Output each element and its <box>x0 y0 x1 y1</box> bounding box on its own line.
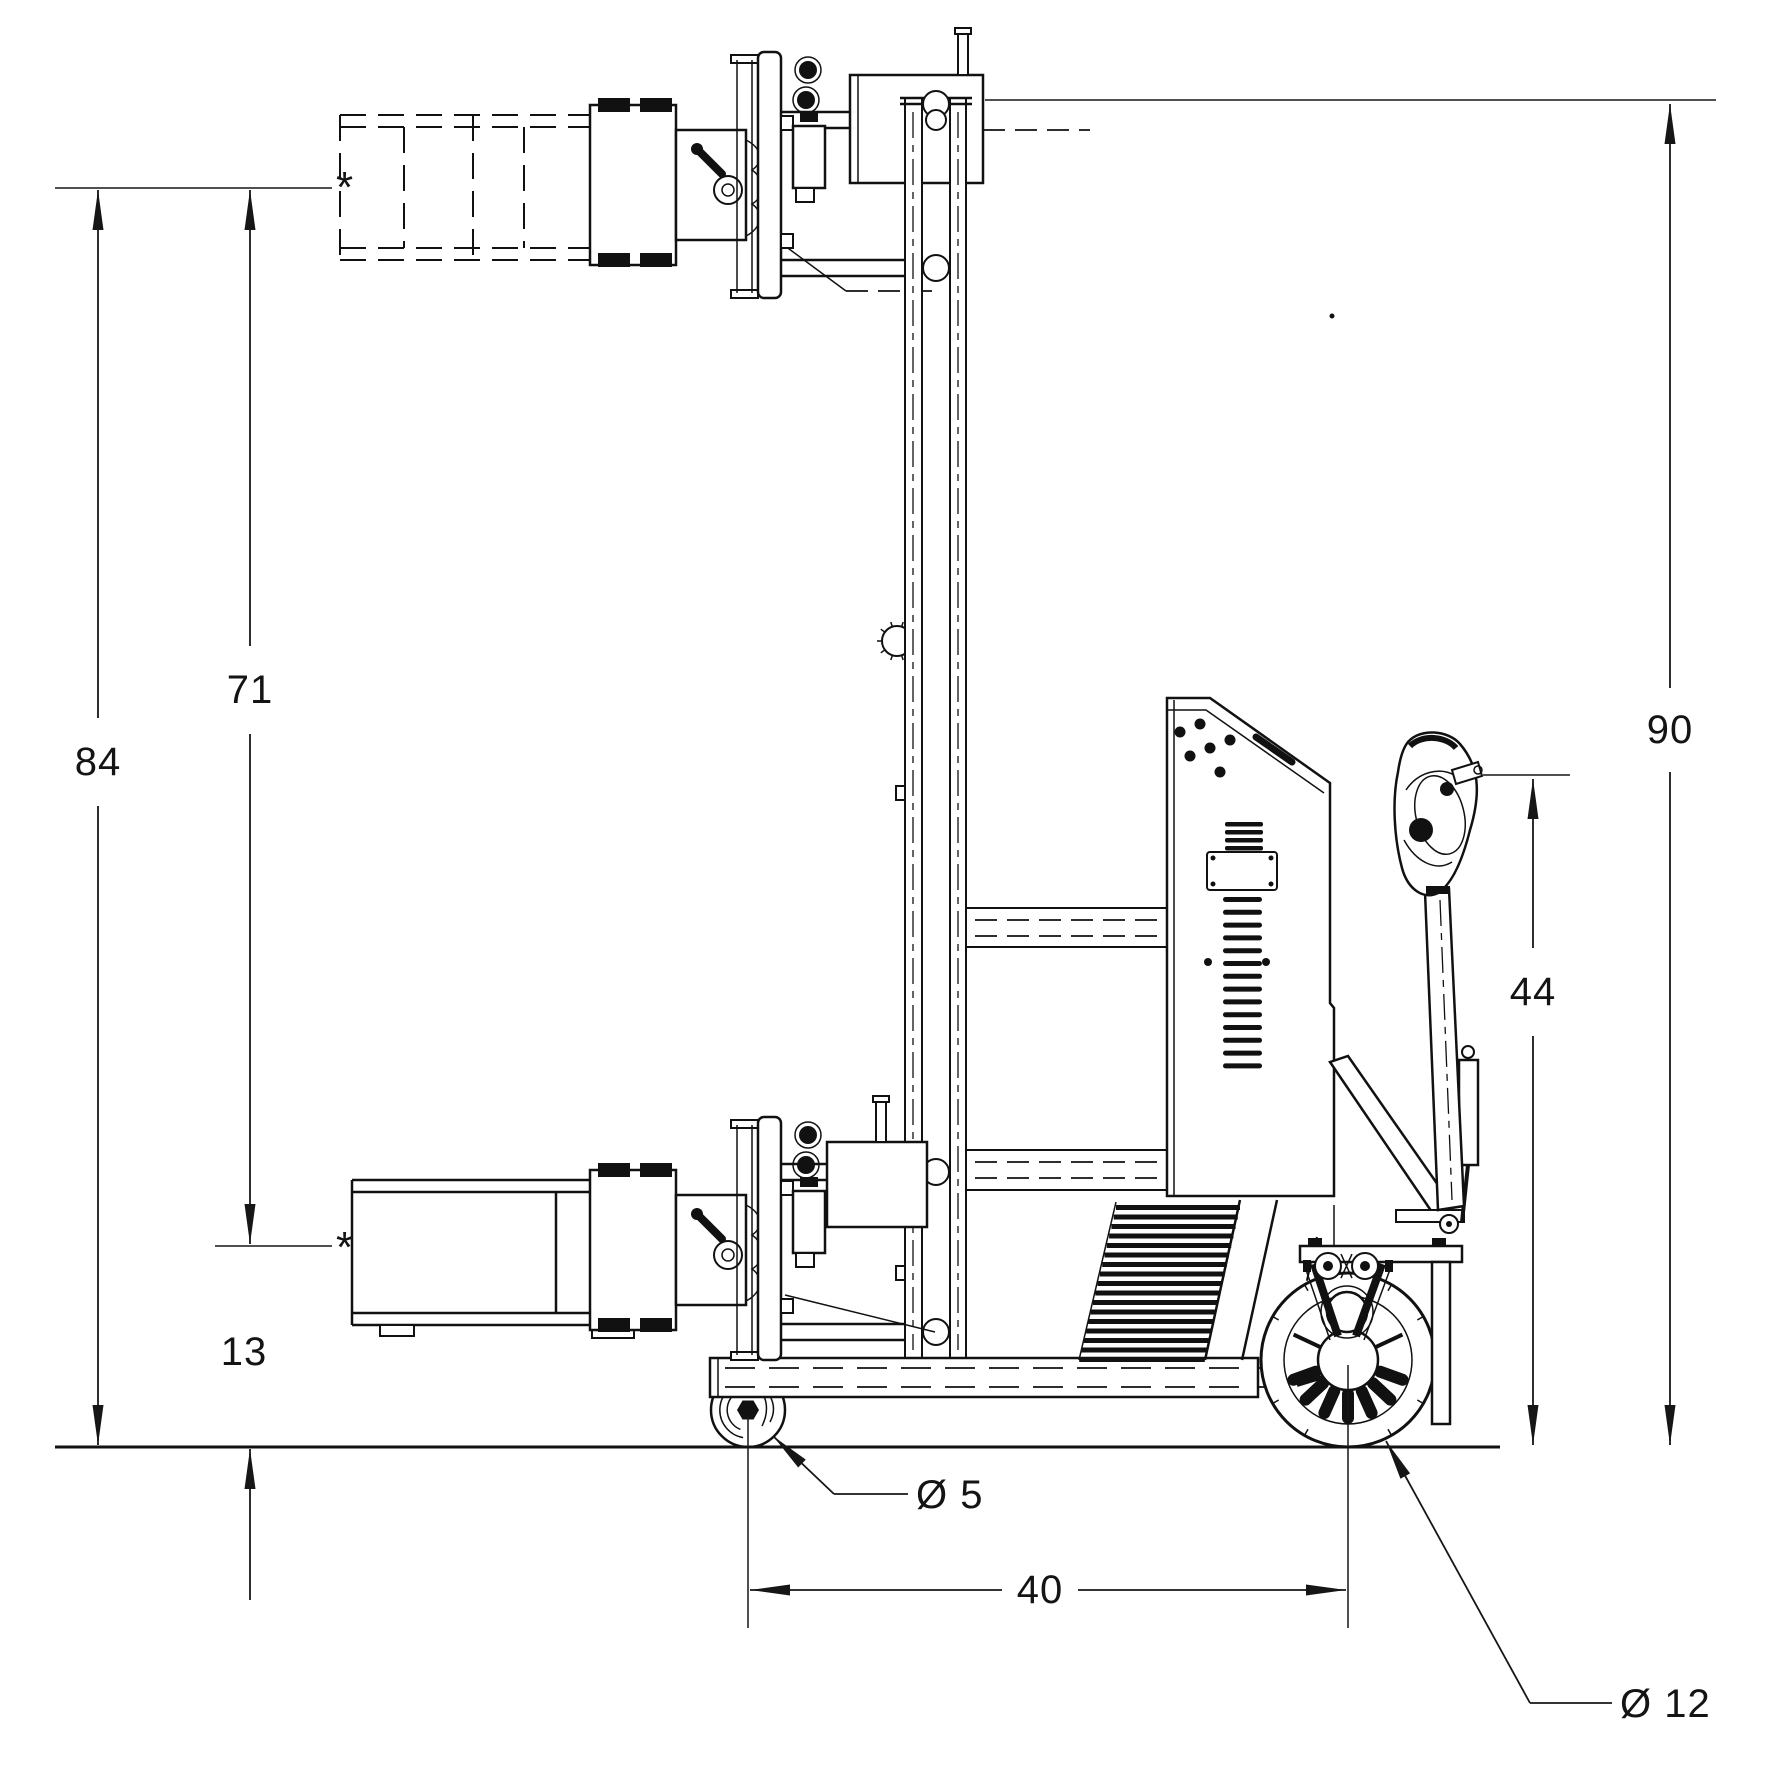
base-frame <box>708 1356 1310 1399</box>
cover-bolts <box>1174 718 1236 778</box>
hydraulic-fittings-raised <box>792 56 822 122</box>
wheel-mount-plate <box>1298 1244 1464 1264</box>
dim-lift-travel: 71 <box>227 190 274 1244</box>
dim-label-84: 84 <box>75 740 122 784</box>
carriage-lowered <box>588 1095 950 1362</box>
dim-label-dia12: Ø 12 <box>1620 1682 1711 1726</box>
handle-slot <box>1252 733 1296 766</box>
dim-wheelbase: 40 <box>750 1568 1346 1612</box>
stray-dot <box>1329 313 1335 319</box>
dim-label-13: 13 <box>221 1330 268 1374</box>
dim-label-90: 90 <box>1647 708 1694 752</box>
platform-raised-phantom <box>339 114 629 261</box>
dim-label-44: 44 <box>1510 970 1557 1014</box>
dim-floor-to-platform-raised: 84 <box>75 190 122 1445</box>
lower-vents <box>1223 897 1262 1069</box>
upper-vents <box>1225 822 1263 851</box>
dim-label-dia5: Ø 5 <box>916 1473 983 1517</box>
wheel-side-plate <box>1430 1260 1452 1426</box>
mast <box>877 90 972 1361</box>
motor-box-lowered <box>825 1095 929 1229</box>
handle-head <box>1393 731 1484 897</box>
ref-mark-lowered: * <box>336 1223 354 1272</box>
callout-caster-diameter: Ø 5 <box>772 1435 983 1517</box>
frame-cross-members <box>965 907 1168 1191</box>
caster-axle-nut <box>737 1400 759 1420</box>
carriage-raised <box>588 27 1090 300</box>
callout-drive-wheel-diameter: Ø 12 <box>1385 1440 1711 1726</box>
platform-lowered <box>350 1178 635 1339</box>
drive-wheel <box>1259 1238 1464 1449</box>
dim-overall-height: 90 <box>1647 104 1694 1445</box>
dimensions: 84 71 13 90 44 40 <box>55 99 1716 1726</box>
dim-platform-lowered-height: 13 <box>221 1330 268 1600</box>
dim-handle-height: 44 <box>1510 779 1557 1445</box>
machine-side-view <box>339 27 1484 1449</box>
dim-label-40: 40 <box>1017 1568 1064 1612</box>
control-box <box>1165 313 1336 1246</box>
dim-label-71: 71 <box>227 668 274 712</box>
tiller-handle <box>1328 731 1484 1234</box>
handle-shaft <box>1423 887 1466 1212</box>
hydraulic-fittings-lowered <box>792 1121 822 1187</box>
access-panel <box>1206 851 1278 891</box>
ref-mark-raised: * <box>336 163 354 212</box>
